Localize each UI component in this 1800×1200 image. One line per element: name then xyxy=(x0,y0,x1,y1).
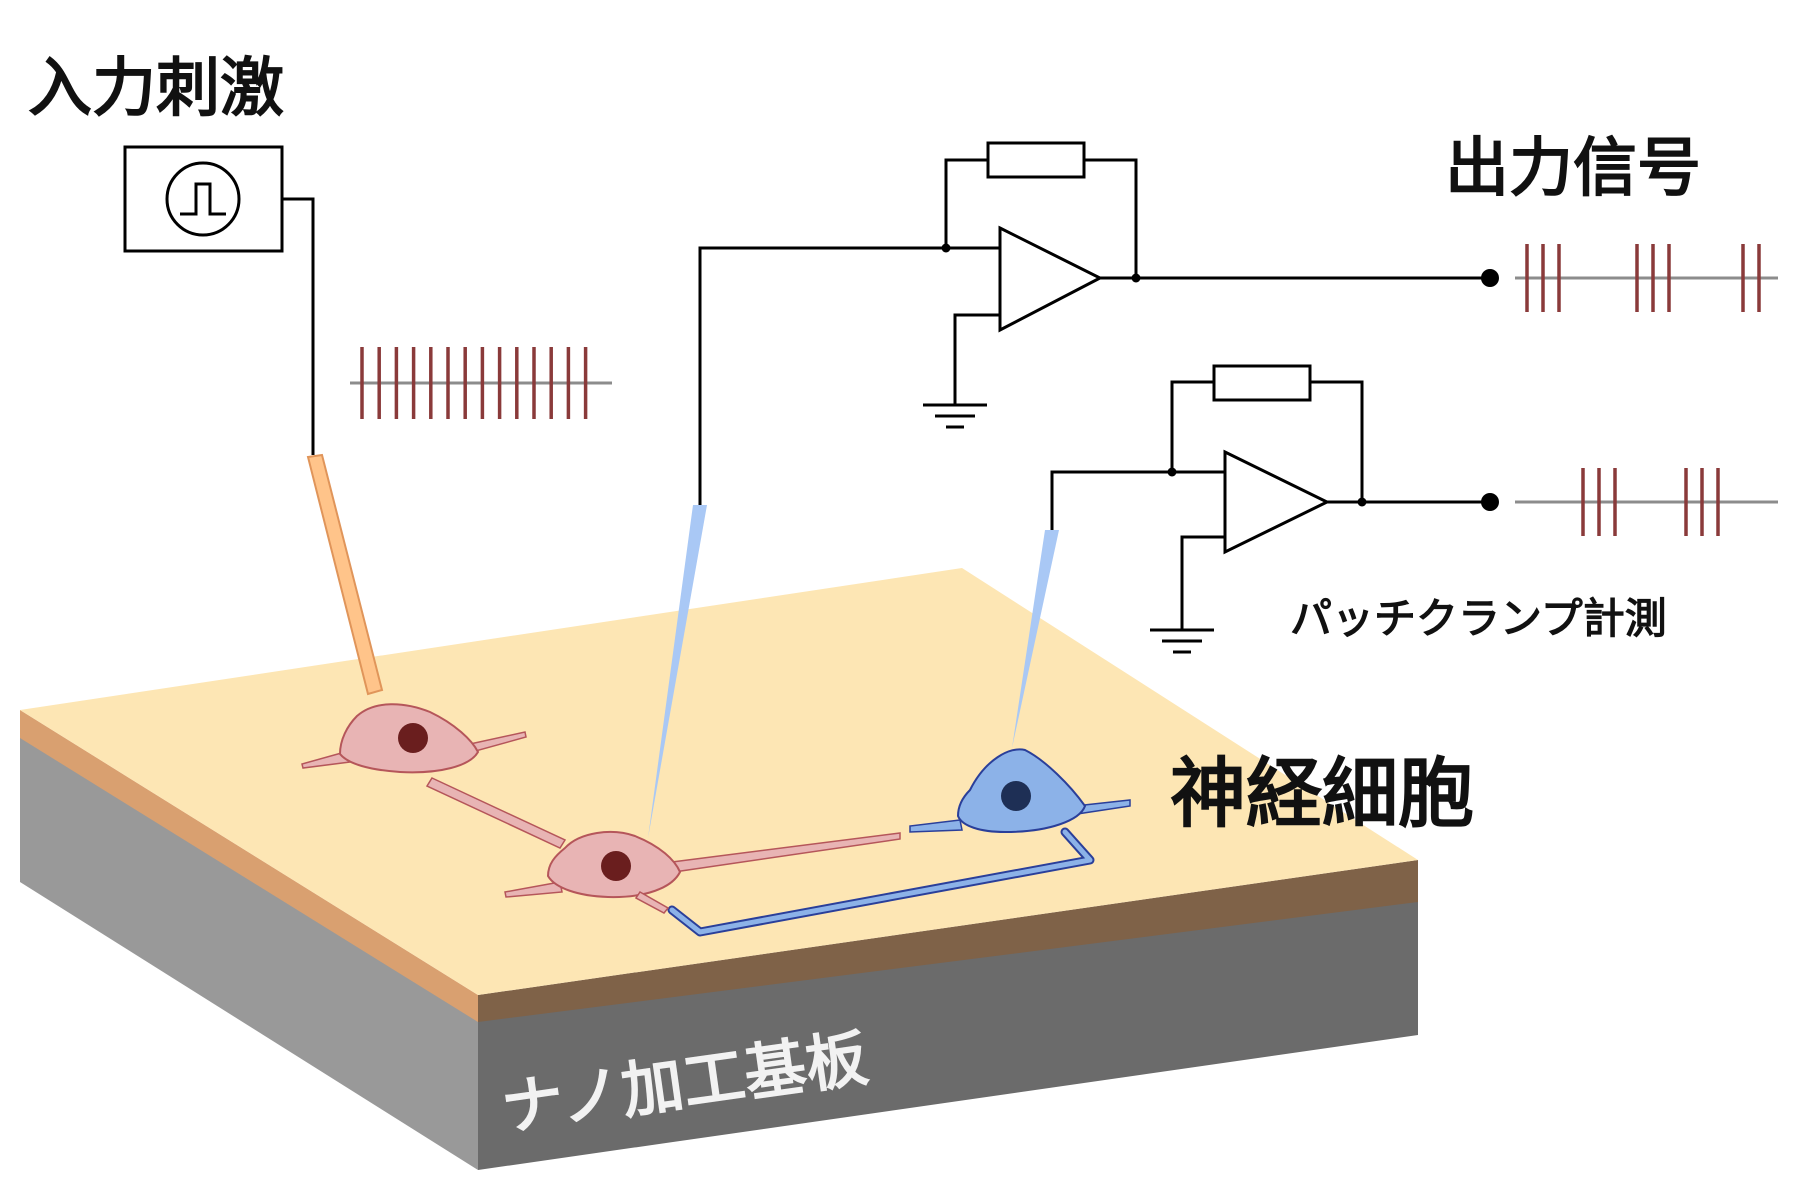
circuit xyxy=(123,141,1499,654)
input-spike-train xyxy=(350,347,612,419)
neuron-2-axon-tail xyxy=(634,891,670,914)
op-amp-icon-2 xyxy=(1223,449,1331,555)
pulse-generator-icon xyxy=(165,161,241,237)
label-patch-clamp: パッチクランプ計測 xyxy=(1290,594,1667,643)
output-spike-train-top xyxy=(1515,244,1778,312)
amp1-output-junction xyxy=(1131,273,1141,283)
electrodes xyxy=(306,453,1059,838)
recording-electrode-2 xyxy=(1012,530,1059,748)
substrate-side-left xyxy=(20,735,478,1170)
resistor-icon xyxy=(986,141,1086,179)
substrate-edge-right xyxy=(478,860,1418,1022)
neuron-3-dendrite-left xyxy=(909,819,963,833)
neuron-2-dendrite-left xyxy=(504,881,563,898)
neuron-network xyxy=(301,703,1131,937)
neuron-2-nucleus xyxy=(601,851,631,881)
ground-icon xyxy=(923,403,987,429)
amp1-ground-wire xyxy=(953,313,1000,405)
amp1-output-terminal xyxy=(1481,269,1499,287)
neuron-3-nucleus xyxy=(1001,781,1031,811)
neuron-3 xyxy=(909,748,1131,834)
label-input-stimulus: 入力刺激 xyxy=(28,52,284,126)
amp2-input-wire xyxy=(1050,470,1225,530)
blue-axon-core xyxy=(669,829,1093,935)
recording-electrode-1 xyxy=(648,505,707,838)
neuron-2 xyxy=(504,831,682,914)
neuron-1 xyxy=(301,703,527,774)
neuron-1-nucleus xyxy=(398,723,428,753)
neurite-1-to-2 xyxy=(425,777,567,849)
amp2-output-junction xyxy=(1357,497,1367,507)
label-neuron: 神経細胞 xyxy=(1170,749,1474,838)
substrate-side-right xyxy=(478,900,1418,1170)
amp1-input-wire xyxy=(698,246,1000,505)
stimulus-wire xyxy=(282,197,315,455)
amp2-output-terminal xyxy=(1481,493,1499,511)
amp2-input-junction xyxy=(1167,467,1177,477)
output-spike-train-bottom xyxy=(1515,468,1778,536)
substrate-edge-left xyxy=(20,710,478,1022)
op-amp-icon xyxy=(998,225,1104,333)
amp1-input-junction xyxy=(941,243,951,253)
amp2-ground-wire xyxy=(1180,535,1225,630)
amp2-feedback-wire xyxy=(1170,380,1364,502)
label-output-signal: 出力信号 xyxy=(1445,132,1701,206)
resistor-icon-2 xyxy=(1212,364,1312,402)
amp1-feedback-wire xyxy=(944,158,1138,278)
ground-icon-2 xyxy=(1150,628,1214,654)
stimulation-electrode xyxy=(306,453,384,696)
